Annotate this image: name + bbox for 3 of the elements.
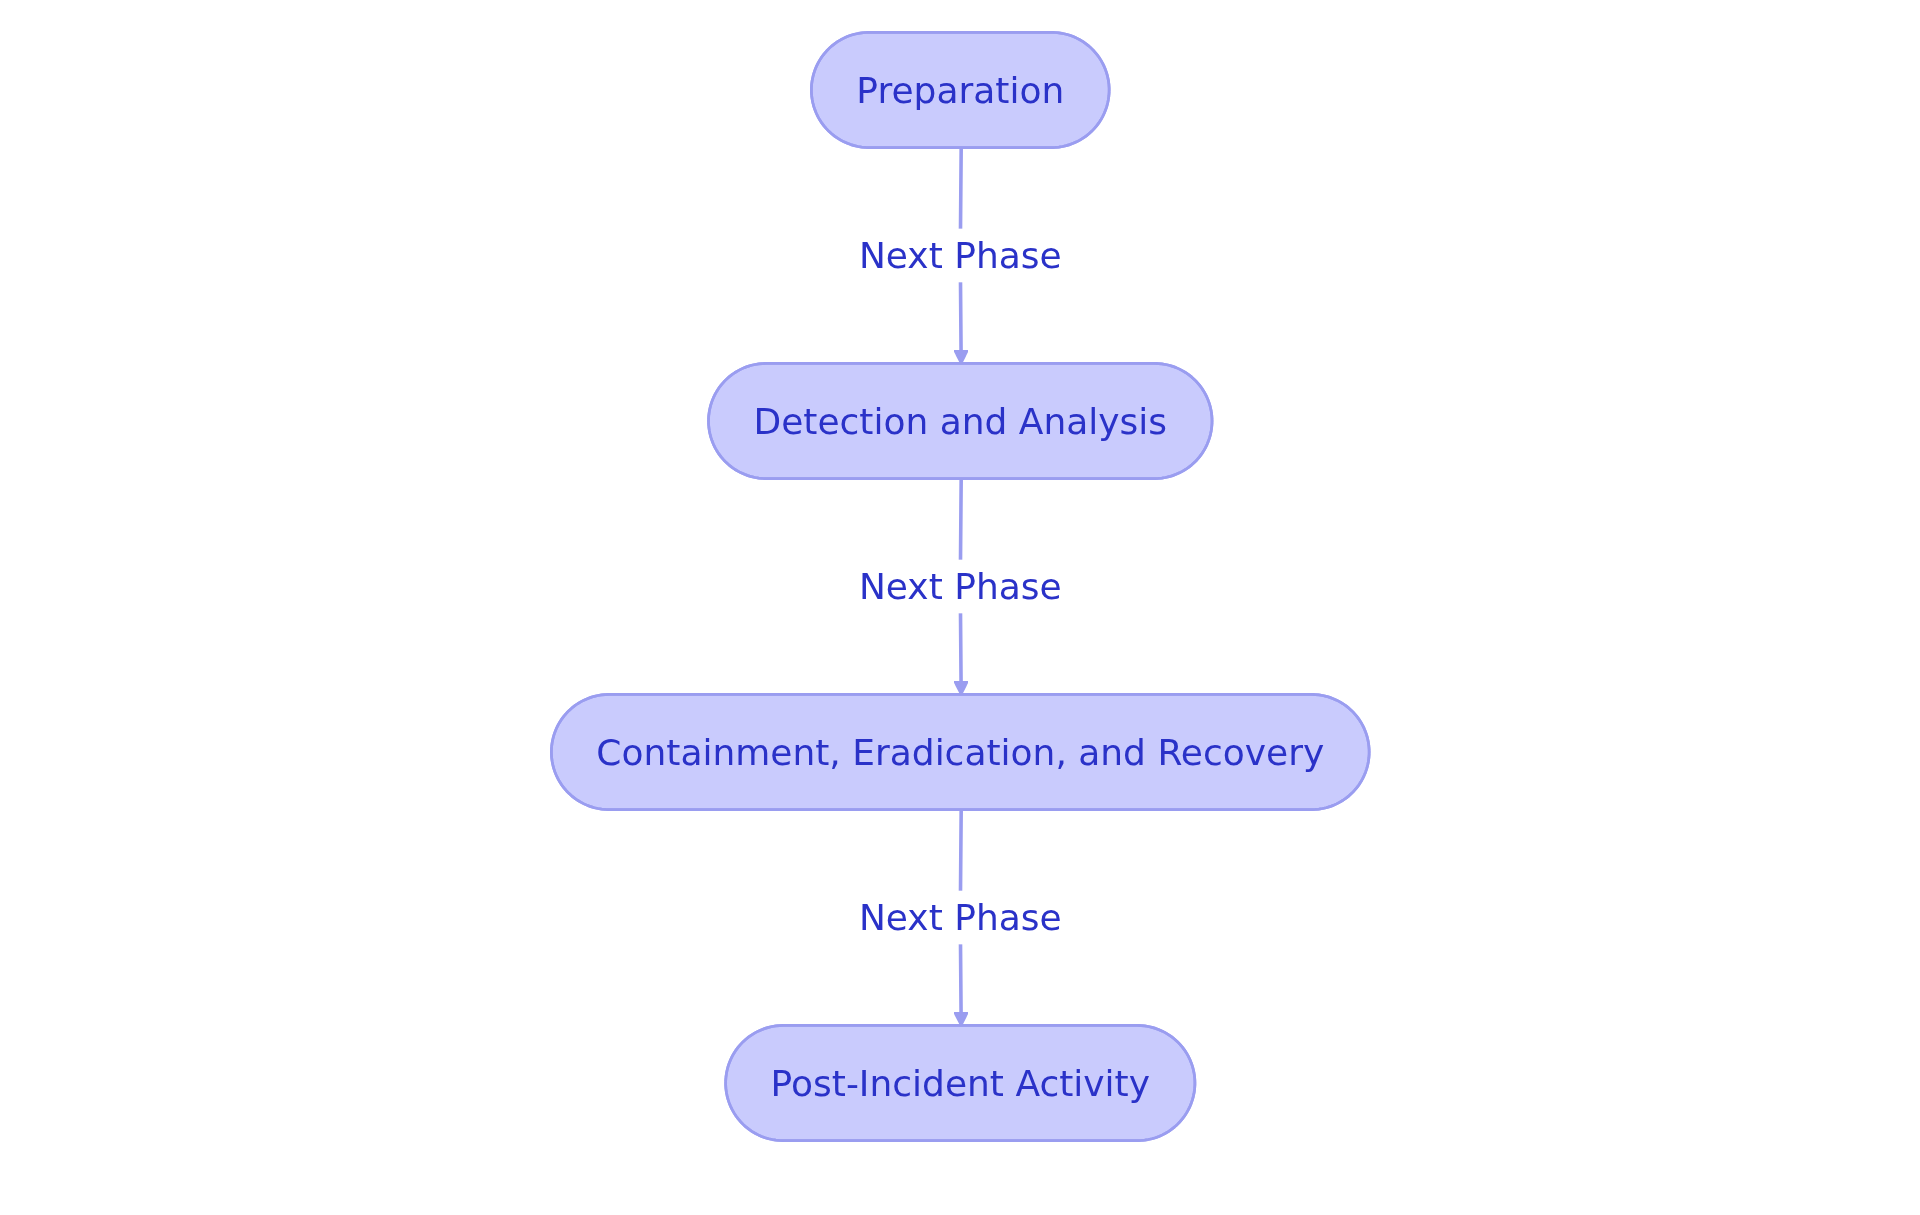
edge-label: Next Phase [858, 564, 1062, 609]
edge-label: Next Phase [858, 895, 1062, 940]
edge-label: Next Phase [858, 233, 1062, 278]
